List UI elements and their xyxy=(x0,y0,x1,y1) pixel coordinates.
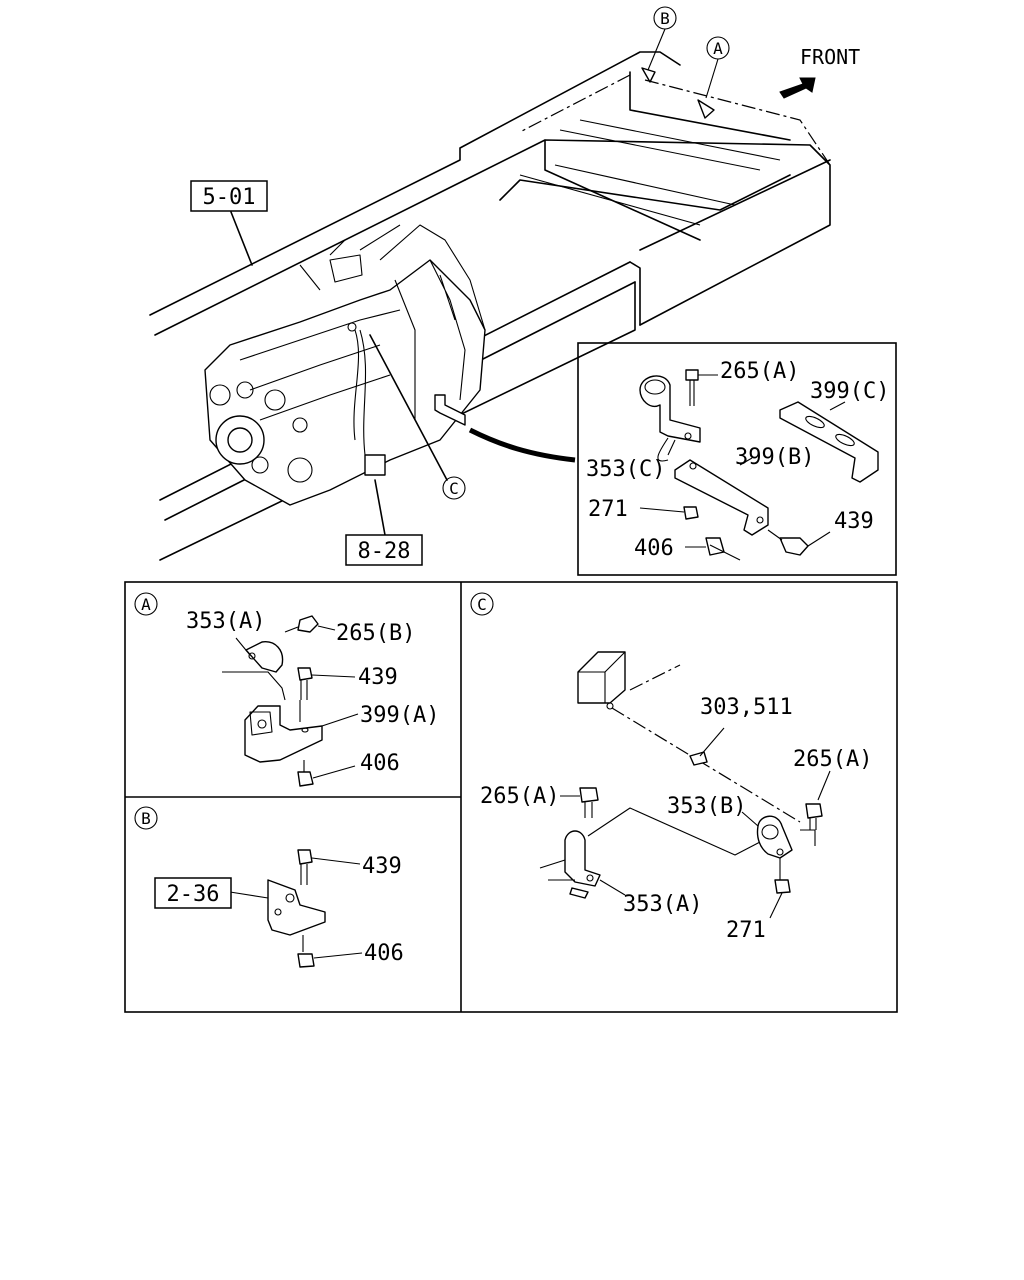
label-265a: 265(A) xyxy=(720,359,799,384)
label-c-265a-right: 265(A) xyxy=(793,747,872,772)
label-a-406: 406 xyxy=(360,751,400,776)
label-399b: 399(B) xyxy=(735,445,814,470)
panel-c: C xyxy=(470,592,831,919)
label-439: 439 xyxy=(834,509,874,534)
label-a-399a: 399(A) xyxy=(360,703,439,728)
panel-b: B xyxy=(134,806,363,968)
panel-a: A xyxy=(134,592,359,787)
svg-text:B: B xyxy=(660,9,670,28)
svg-text:8-28: 8-28 xyxy=(358,539,411,564)
label-c-353b: 353(B) xyxy=(667,794,746,819)
label-c-265a-left: 265(A) xyxy=(480,784,559,809)
callout-b-top: B xyxy=(641,6,677,83)
label-c-303-511: 303,511 xyxy=(700,695,793,720)
label-c-353a: 353(A) xyxy=(623,892,702,917)
label-353c: 353(C) xyxy=(586,457,665,482)
ref-box-2-36[interactable]: 2-36 xyxy=(154,877,232,909)
svg-text:B: B xyxy=(141,809,151,828)
label-406: 406 xyxy=(634,536,674,561)
svg-text:C: C xyxy=(449,479,459,498)
detail-inset xyxy=(577,342,897,576)
svg-text:A: A xyxy=(141,595,151,614)
callout-a-top: A xyxy=(697,36,730,119)
transmission-assembly xyxy=(204,224,486,506)
svg-text:5-01: 5-01 xyxy=(203,185,256,210)
ref-box-5-01[interactable]: 5-01 xyxy=(190,180,268,212)
label-399c: 399(C) xyxy=(810,379,889,404)
callout-c-main: C xyxy=(442,476,466,500)
label-271: 271 xyxy=(588,497,628,522)
label-a-265b: 265(B) xyxy=(336,621,415,646)
svg-text:2-36: 2-36 xyxy=(167,882,220,907)
svg-text:FRONT: FRONT xyxy=(800,45,860,69)
label-b-439: 439 xyxy=(362,854,402,879)
label-a-439: 439 xyxy=(358,665,398,690)
svg-text:C: C xyxy=(477,595,487,614)
label-b-406: 406 xyxy=(364,941,404,966)
label-c-271: 271 xyxy=(726,918,766,943)
ref-box-8-28[interactable]: 8-28 xyxy=(345,534,423,566)
label-a-353a: 353(A) xyxy=(186,609,265,634)
svg-text:A: A xyxy=(713,39,723,58)
front-indicator: FRONT xyxy=(779,45,860,99)
